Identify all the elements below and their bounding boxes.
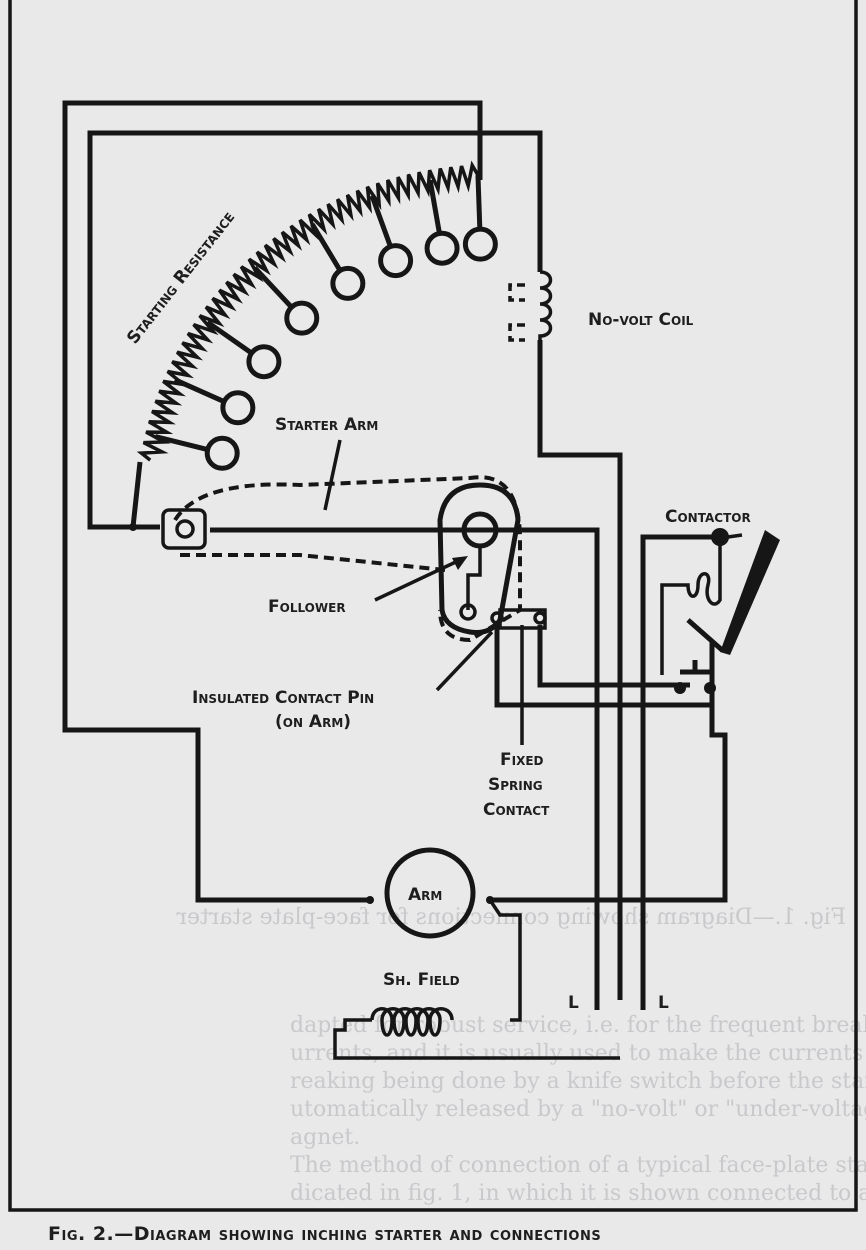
pin-pointer [435,630,494,692]
starter-arm-travel-path [173,475,522,643]
figure-caption: Fig. 2.—Diagram showing inching starter … [48,1223,601,1245]
figure-frame [8,0,858,1212]
stud-stem [369,194,394,249]
bleed-line: urrents, and it is usually used to make … [290,1041,866,1066]
arm-to-line-wire [133,524,600,1010]
outer-wire [62,100,483,903]
stud-stem [205,320,254,356]
contact-wires [494,625,712,708]
label-fixed: Fixed [500,750,544,770]
bleed-line: reaking being done by a knife switch bef… [290,1069,866,1094]
follower-pointer [374,558,461,602]
show-through-text: Fig. 1.—Diagram showing connections for … [176,905,866,1206]
label-contact: Contact [483,800,550,820]
stud-stem [427,179,443,235]
field-lead [488,899,522,1022]
label-sh-field: Sh. Field [383,970,460,990]
label-insulated-contact-pin: Insulated Contact Pin [192,688,374,708]
contact-stud [246,344,282,380]
mirrored-caption: Fig. 1.—Diagram showing connections for … [176,905,846,930]
arm-roller [161,508,207,550]
label-starting-resistance: Starting Resistance [123,208,239,348]
stud-stem [173,377,227,405]
arm-terminal [366,896,374,904]
field-return-wire [333,1018,620,1060]
contact-stud [424,230,460,266]
label-line-left: L [568,993,579,1013]
stud-stem [310,222,343,273]
bleed-line: dicated in fig. 1, in which it is shown … [290,1181,866,1206]
follower-arrowhead [452,556,468,570]
shunt-field-coil [370,1007,454,1037]
contact-stud [220,390,256,426]
follower-travel-path [180,553,446,572]
contact-stud [284,300,320,336]
label-arm: Arm [408,885,442,905]
bleed-line: utomatically released by a "no-volt" or … [290,1097,866,1122]
contactor [660,528,780,694]
resistance-zigzag [136,160,480,462]
contact-stud [378,243,414,279]
label-follower: Follower [268,597,346,617]
label-no-volt-coil: No-volt Coil [588,310,694,330]
starter-arm-pointer [323,439,342,511]
junction-dot [129,523,137,531]
label-starter-arm: Starter Arm [275,415,378,435]
inner-wire [87,130,543,530]
stud-stem [475,175,483,231]
label-on-arm: (on Arm) [275,712,351,732]
contact-stud [330,265,366,301]
bleed-line: agnet. [290,1125,360,1150]
arm-right-wire [490,640,728,903]
starter-arm [437,482,521,635]
stud-stem [154,434,210,453]
label-contactor: Contactor [665,507,751,527]
contact-stud [204,435,240,471]
no-volt-coil [508,270,553,342]
label-line-right: L [658,993,669,1013]
resistance-lead [130,461,143,528]
bleed-line: The method of connection of a typical fa… [290,1153,866,1178]
contact-stud [462,226,498,262]
contactor-to-line-wire [640,534,720,1010]
coil-to-line-wire [537,340,623,1000]
starting-resistance [136,160,498,471]
label-spring: Spring [488,775,543,795]
stud-stem [252,265,295,310]
bleed-line: dapted for robust service, i.e. for the … [290,1013,866,1038]
armature-circle [384,847,476,939]
